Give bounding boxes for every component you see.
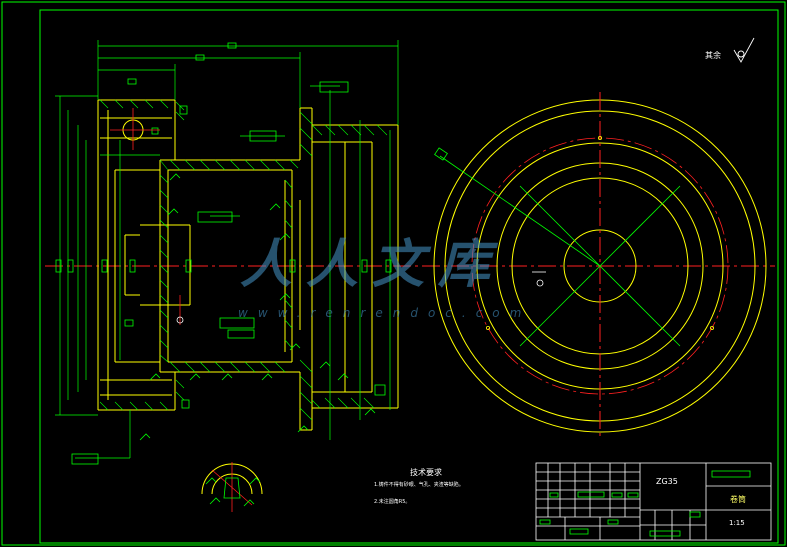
leader-line (439, 155, 601, 267)
section-view (45, 40, 775, 465)
title-block-fields (539, 470, 751, 537)
bolt-hole-right (710, 325, 715, 330)
bolt-hole-top (598, 135, 603, 140)
scale-label: 1:15 (729, 519, 745, 527)
dimension-labels (55, 42, 392, 465)
tech-requirements-line-2: 2.未注圆角R5。 (374, 499, 411, 505)
section-marker (176, 316, 184, 324)
tech-requirements-title: 技术要求 (410, 468, 442, 477)
surface-roughness-symbol (733, 37, 755, 63)
tech-requirements-line-1: 1.铸件不得有砂眼、气孔、夹渣等缺陷。 (374, 482, 464, 488)
drum-outline (97, 99, 399, 431)
surface-roughness-label: 其余 (705, 51, 721, 60)
bolt-hole-left (485, 325, 490, 330)
inner-frame (39, 9, 779, 544)
title-block (535, 462, 772, 541)
end-view-marker-1 (536, 279, 544, 287)
part-name-label: 卷筒 (730, 495, 746, 504)
surface-symbols (139, 173, 376, 441)
section-centerlines (110, 108, 181, 325)
watermark-url: www.renrendoc.com (238, 306, 532, 320)
leader-tag (434, 147, 448, 161)
detail-view (201, 462, 263, 512)
dimension-lines (55, 40, 399, 459)
end-view (433, 92, 767, 440)
material-label: ZG35 (656, 477, 678, 486)
watermark-logo: 人人文库 (240, 235, 505, 295)
